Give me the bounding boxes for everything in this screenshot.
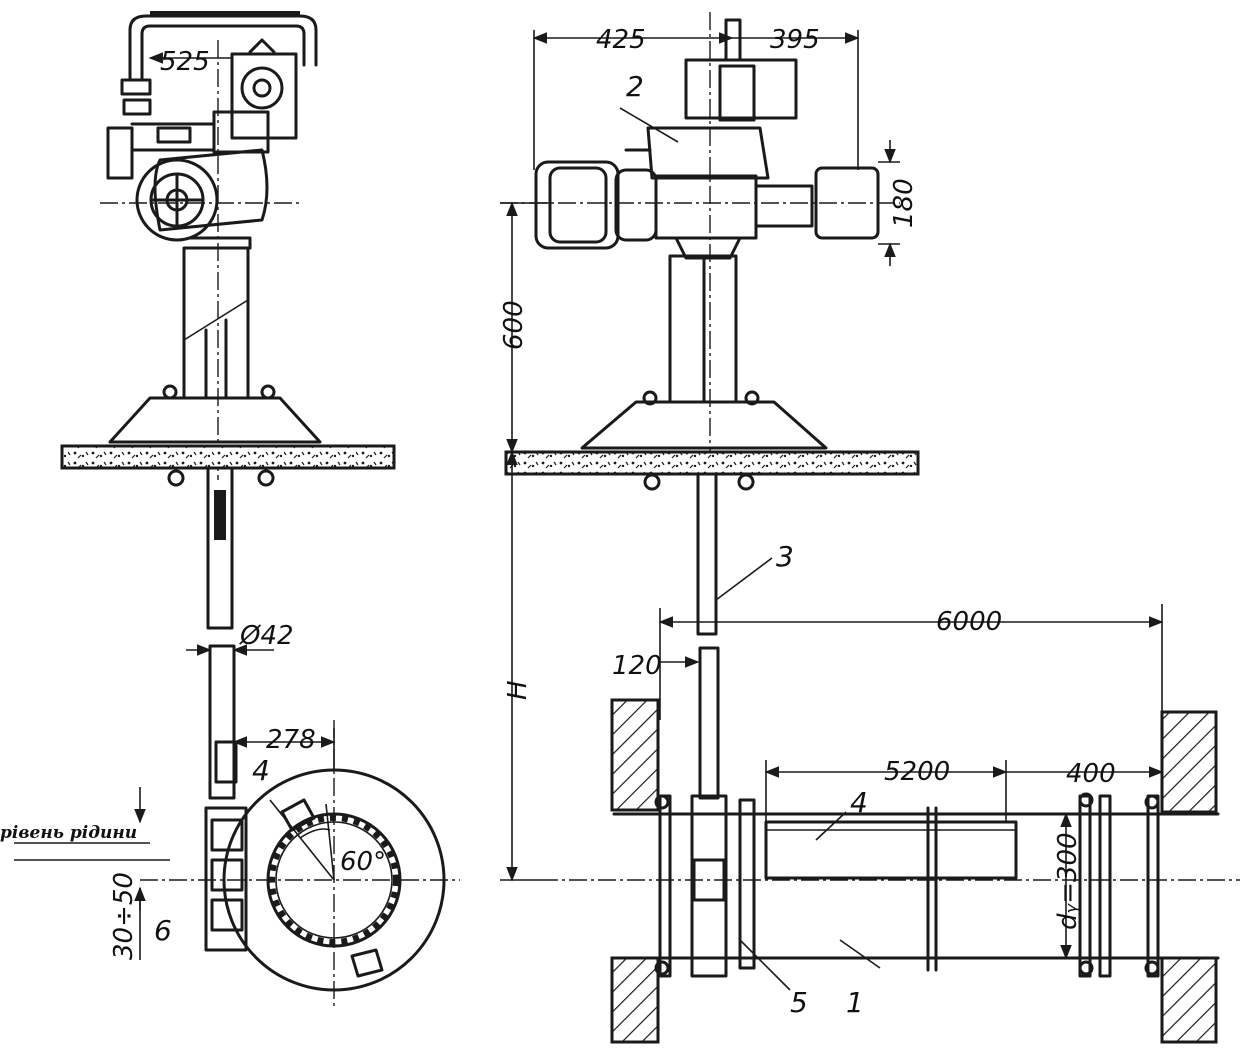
right-wall-lower (1160, 956, 1218, 1044)
dim-525: 525 (160, 47, 210, 77)
dim-600: 600 (499, 300, 529, 350)
left-column (108, 246, 322, 444)
dim-5200: 5200 (884, 757, 950, 787)
dim-180: 180 (889, 178, 919, 228)
dim-diameter-42: Ø42 (239, 621, 294, 651)
left-rod (206, 466, 238, 800)
angle-60: 60° (340, 847, 386, 877)
left-actuator-body (106, 38, 298, 250)
top-handle-pipe (120, 11, 318, 116)
callout-4-left: 4 (252, 754, 270, 787)
dim-278: 278 (266, 725, 316, 755)
right-actuator (534, 18, 880, 260)
liquid-level-label: рівень рідини (0, 823, 137, 843)
dim-395: 395 (770, 25, 820, 55)
left-wall (610, 698, 660, 812)
dim-6000: 6000 (936, 607, 1002, 637)
callout-1: 1 (846, 986, 864, 1019)
right-view (500, 12, 1240, 1044)
dim-30-50: 30÷50 (109, 872, 139, 960)
left-view (14, 11, 460, 1010)
dimension-labels: 525 425 395 180 600 H 6000 120 Ø42 278 5… (109, 25, 1116, 960)
right-pipe (612, 792, 1220, 978)
right-column (580, 254, 828, 450)
dim-dy-300: dᵧ=300 (1053, 832, 1083, 930)
left-wall-lower (610, 956, 660, 1044)
callout-5: 5 (790, 986, 808, 1019)
callout-2: 2 (626, 70, 644, 103)
dim-425: 425 (596, 25, 646, 55)
callout-6: 6 (154, 914, 172, 947)
left-bracket (204, 806, 248, 952)
callout-4-right: 4 (850, 786, 868, 819)
callout-3: 3 (776, 540, 794, 573)
right-floor-slab (504, 450, 920, 476)
left-floor-slab (60, 444, 396, 470)
dim-120: 120 (612, 651, 662, 681)
dim-400: 400 (1066, 759, 1116, 789)
dim-H: H (503, 680, 533, 700)
right-rod (696, 472, 720, 800)
right-wall (1160, 710, 1218, 814)
callout-labels: 1 2 3 4 4 5 6 (154, 70, 868, 1019)
